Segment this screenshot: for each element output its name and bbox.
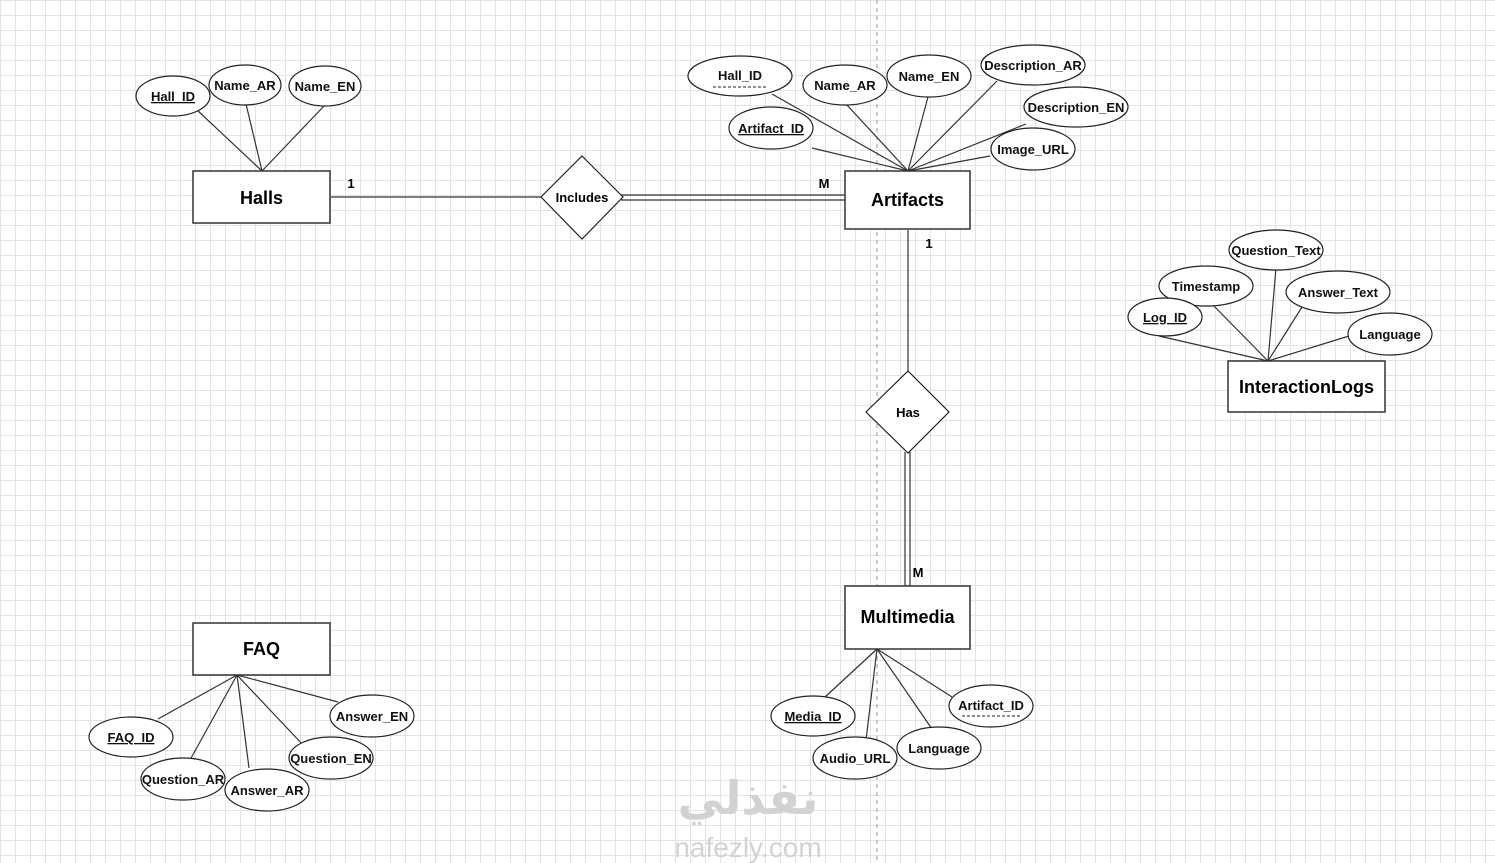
attribute-artifact-name-ar-label: Name_AR [814,78,876,93]
attribute-log-id-label: Log_ID [1143,310,1187,325]
attribute-timestamp[interactable]: Timestamp [1158,265,1254,307]
watermark: نفذلي nafezly.com [674,771,821,863]
attribute-description-ar-label: Description_AR [984,58,1082,73]
relationship-includes-label: Includes [556,190,609,205]
attribute-description-en[interactable]: Description_EN [1023,86,1129,128]
watermark-latin: nafezly.com [674,832,821,863]
attribute-artifact-name-ar[interactable]: Name_AR [802,64,888,106]
attribute-answer-ar-label: Answer_AR [231,783,305,798]
attribute-log-language[interactable]: Language [1347,312,1433,356]
attribute-hall-id-fk[interactable]: Hall_ID [687,55,793,97]
attribute-log-language-label: Language [1359,327,1420,342]
attribute-media-id[interactable]: Media_ID [770,695,856,737]
entity-artifacts[interactable]: Artifacts [844,170,971,230]
attribute-image-url-label: Image_URL [997,142,1069,157]
entity-halls-label: Halls [240,188,283,208]
cardinality-artifacts-has: 1 [925,236,932,251]
attribute-artifact-id-fk[interactable]: Artifact_ID [948,684,1034,728]
entity-artifacts-label: Artifacts [871,190,944,210]
attribute-question-text[interactable]: Question_Text [1228,229,1324,271]
entity-interaction-logs[interactable]: InteractionLogs [1227,360,1386,413]
attribute-name-ar[interactable]: Name_AR [208,64,282,106]
attribute-description-ar[interactable]: Description_AR [980,44,1086,86]
attribute-description-en-label: Description_EN [1028,100,1125,115]
attribute-name-en[interactable]: Name_EN [288,65,362,107]
attribute-question-ar[interactable]: Question_AR [140,757,226,801]
attribute-audio-url[interactable]: Audio_URL [812,736,898,780]
attribute-artifact-id-label: Artifact_ID [738,121,804,136]
attribute-answer-text-label: Answer_Text [1298,285,1379,300]
attribute-answer-text[interactable]: Answer_Text [1285,270,1391,314]
attribute-hall-id-label: Hall_ID [151,89,195,104]
attribute-question-en-label: Question_EN [290,751,372,766]
attribute-answer-en[interactable]: Answer_EN [329,694,415,738]
attribute-hall-id-fk-label: Hall_ID [718,68,762,83]
relationship-includes[interactable]: Includes [540,155,624,240]
attribute-question-en[interactable]: Question_EN [288,736,374,780]
attribute-timestamp-label: Timestamp [1172,279,1240,294]
attribute-name-ar-label: Name_AR [214,78,276,93]
cardinality-halls-includes: 1 [347,176,354,191]
attribute-media-language-label: Language [908,741,969,756]
attribute-faq-id-label: FAQ_ID [108,730,155,745]
connectors [157,80,1350,769]
relationship-has[interactable]: Has [865,370,950,454]
attribute-audio-url-label: Audio_URL [820,751,891,766]
entity-faq[interactable]: FAQ [192,622,331,676]
attribute-media-id-label: Media_ID [784,709,841,724]
watermark-arabic: نفذلي [678,771,819,825]
attribute-artifact-name-en[interactable]: Name_EN [886,54,972,98]
entity-halls[interactable]: Halls [192,170,331,224]
attribute-artifact-id-fk-label: Artifact_ID [958,698,1024,713]
entity-multimedia[interactable]: Multimedia [844,585,971,650]
attribute-answer-ar[interactable]: Answer_AR [224,768,310,812]
relationship-has-label: Has [896,405,920,420]
attribute-media-language[interactable]: Language [896,726,982,770]
attribute-image-url[interactable]: Image_URL [990,127,1076,171]
attribute-question-ar-label: Question_AR [142,772,225,787]
attribute-answer-en-label: Answer_EN [336,709,408,724]
attribute-log-id[interactable]: Log_ID [1127,297,1203,337]
entity-interaction-logs-label: InteractionLogs [1239,377,1374,397]
entity-faq-label: FAQ [243,639,280,659]
attribute-artifact-name-en-label: Name_EN [899,69,960,84]
attribute-question-text-label: Question_Text [1231,243,1321,258]
entity-multimedia-label: Multimedia [860,607,955,627]
cardinality-includes-artifacts: M [819,176,830,191]
attribute-hall-id[interactable]: Hall_ID [135,75,211,117]
attribute-artifact-id[interactable]: Artifact_ID [728,106,814,150]
cardinality-has-multimedia: M [913,565,924,580]
attribute-name-en-label: Name_EN [295,79,356,94]
attribute-faq-id[interactable]: FAQ_ID [88,716,174,758]
